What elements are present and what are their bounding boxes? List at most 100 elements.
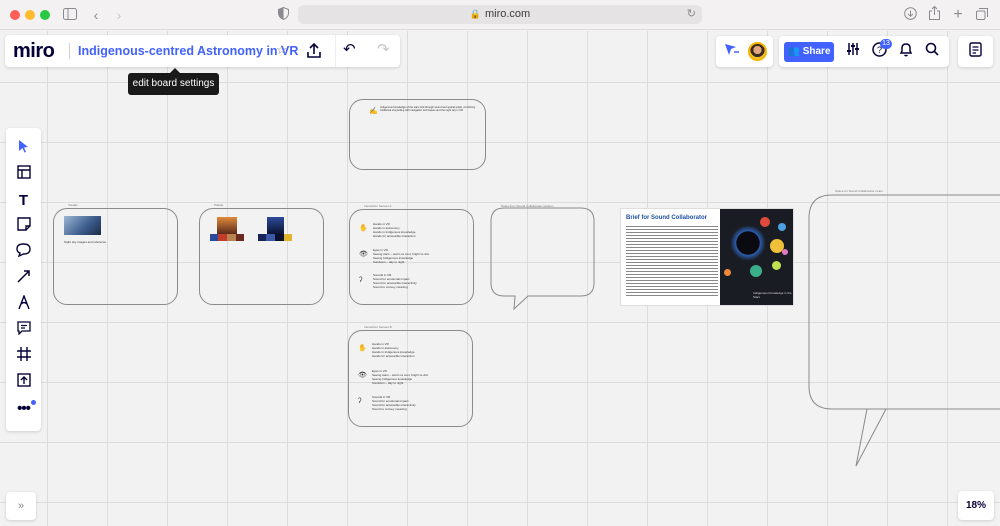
ear-icon: ʔ [359, 277, 363, 284]
swatch-b1 [258, 234, 266, 241]
select-icon[interactable] [14, 139, 33, 158]
address-bar[interactable]: 🔒miro.com ↻ [298, 5, 702, 24]
divider [69, 43, 70, 59]
lock-icon: 🔒 [469, 9, 481, 19]
sticky-note-icon[interactable] [14, 217, 33, 236]
palette-frame[interactable] [199, 208, 324, 305]
back-icon[interactable]: ‹ [93, 7, 99, 23]
palette-image-b[interactable] [267, 217, 284, 234]
reload-icon[interactable]: ↻ [686, 8, 696, 20]
board-title[interactable]: Indigenous-centred Astronomy in VR [78, 44, 299, 58]
line-icon[interactable] [14, 269, 33, 288]
notes-icon[interactable] [969, 42, 982, 61]
zoom-level[interactable]: 18% [958, 491, 994, 520]
senses-a-eyes-line: Seeing Indigenous knowledge [373, 256, 414, 260]
brief-body [626, 226, 718, 298]
miro-logo[interactable]: miro [13, 40, 55, 62]
text-icon[interactable]: T [18, 192, 29, 209]
close-window-button[interactable] [10, 10, 20, 20]
frame-icon[interactable] [14, 347, 33, 366]
share-sheet-icon[interactable] [927, 5, 941, 24]
swatch-a3 [227, 234, 236, 241]
expand-panel-button[interactable]: » [6, 492, 36, 520]
intro-frame[interactable]: ✍ Indigenous knowledge of the stars told… [349, 99, 486, 170]
senses-b-hands-line: Hands in astronomy [372, 346, 399, 350]
maximize-window-button[interactable] [40, 10, 50, 20]
senses-a-frame[interactable]: ✋ Hands in VR Hands in astronomy Hands i… [349, 209, 474, 305]
new-tab-icon[interactable]: + [953, 6, 963, 23]
board-header: miro Indigenous-centred Astronomy in VR … [5, 35, 400, 67]
pen-icon[interactable] [14, 294, 33, 314]
bell-icon[interactable] [899, 42, 913, 61]
tab-overview-icon[interactable] [975, 6, 989, 24]
senses-b-frame[interactable]: ✋ Hands in VR Hands in astronomy Hands i… [348, 330, 473, 427]
visuals-frame[interactable]: Night sky images and reference [53, 208, 178, 305]
share-button[interactable]: 👥 Share [784, 42, 834, 62]
senses-a-hands-line: Hands in astronomy [373, 226, 400, 230]
speech-large-label: Space for Sound Collaborator notes [835, 189, 883, 193]
senses-b-eyes-line: Seeing Indigenous knowledge [372, 377, 413, 381]
settings-sliders-icon[interactable] [846, 42, 860, 60]
senses-a-eyes-title: Eyes in VR [373, 248, 388, 252]
redo-icon[interactable]: ↷ [377, 41, 390, 58]
svg-text:?: ? [877, 45, 882, 55]
senses-b-hands-title: Hands in VR [372, 342, 389, 346]
brief-artwork: Indigenous Knowledge in the Stars [720, 209, 793, 305]
search-icon[interactable] [925, 42, 939, 60]
brief-document[interactable]: Brief for Sound Collaborator Indigenous … [620, 208, 794, 306]
export-icon[interactable] [303, 40, 325, 62]
ear-icon: ʔ [358, 398, 362, 405]
help-icon[interactable]: ? [872, 42, 887, 61]
speech-bubble-large[interactable] [808, 194, 1000, 469]
senses-a-label: Interaction Senses A [364, 204, 392, 208]
swatch-b4 [284, 234, 292, 241]
speech-bubble-small[interactable] [490, 207, 596, 311]
swatch-a2 [218, 234, 227, 241]
collaborators-panel [716, 36, 773, 67]
palette-image-a[interactable] [217, 217, 237, 234]
templates-icon[interactable] [14, 165, 33, 184]
night-sky-image[interactable] [64, 216, 101, 235]
privacy-shield-icon[interactable] [276, 6, 290, 24]
comment-icon[interactable] [14, 243, 33, 262]
undo-icon[interactable]: ↶ [343, 41, 356, 58]
star-icon[interactable]: ☆ [276, 42, 288, 57]
swatch-a1 [210, 234, 218, 241]
senses-b-ears-title: Sounds in VR [372, 395, 391, 399]
senses-b-hands-line: Hands in Indigenous knowledge [372, 350, 415, 354]
eye-icon: 👁 [358, 372, 367, 379]
palette-frame-label: Palette [214, 203, 224, 207]
sidebar-icon[interactable] [62, 6, 78, 24]
speech-small-label: Notes from Sound Collaborator session [501, 204, 554, 208]
senses-a-hands-line: Hands for accessible interaction [373, 234, 416, 238]
collaborator-cursor-icon[interactable] [724, 43, 740, 60]
creation-toolbar: T ••• [6, 128, 41, 431]
intro-text: Indigenous knowledge of the stars told t… [380, 106, 476, 113]
senses-a-hands-line: Hands in Indigenous knowledge [373, 230, 416, 234]
senses-b-eyes-line: Sundown – day to night [372, 381, 404, 385]
minimize-window-button[interactable] [25, 10, 35, 20]
chat-icon[interactable] [14, 321, 33, 340]
senses-a-ears-line: Sound for accessible interactivity [373, 281, 417, 285]
download-icon[interactable] [903, 6, 917, 24]
more-icon[interactable]: ••• [17, 400, 31, 417]
browser-toolbar: ‹ › 🔒miro.com ↻ + [0, 0, 1000, 30]
avatar[interactable] [748, 42, 767, 61]
board-tools-panel: 👥 Share ? 13 [779, 36, 949, 67]
senses-b-eyes-line: Seeing stars – warm vs cool, bright vs d… [372, 373, 429, 377]
share-label: Share [802, 46, 831, 57]
senses-a-ears-line: Sound to convey meaning [373, 285, 408, 289]
forward-icon[interactable]: › [116, 7, 122, 23]
board-canvas[interactable] [0, 31, 1000, 526]
hand-icon: ✋ [358, 345, 367, 352]
url-text: miro.com [484, 8, 531, 20]
upload-icon[interactable] [14, 373, 33, 392]
eye-icon: 👁 [359, 251, 368, 258]
divider [335, 35, 336, 67]
senses-a-ears-title: Sounds in VR [373, 273, 392, 277]
swatch-a4 [236, 234, 244, 241]
senses-b-eyes-title: Eyes in VR [372, 369, 387, 373]
users-icon: 👥 [787, 46, 800, 57]
hand-icon: ✍ [369, 108, 378, 115]
senses-a-eyes-line: Sundown – day to night [373, 260, 405, 264]
